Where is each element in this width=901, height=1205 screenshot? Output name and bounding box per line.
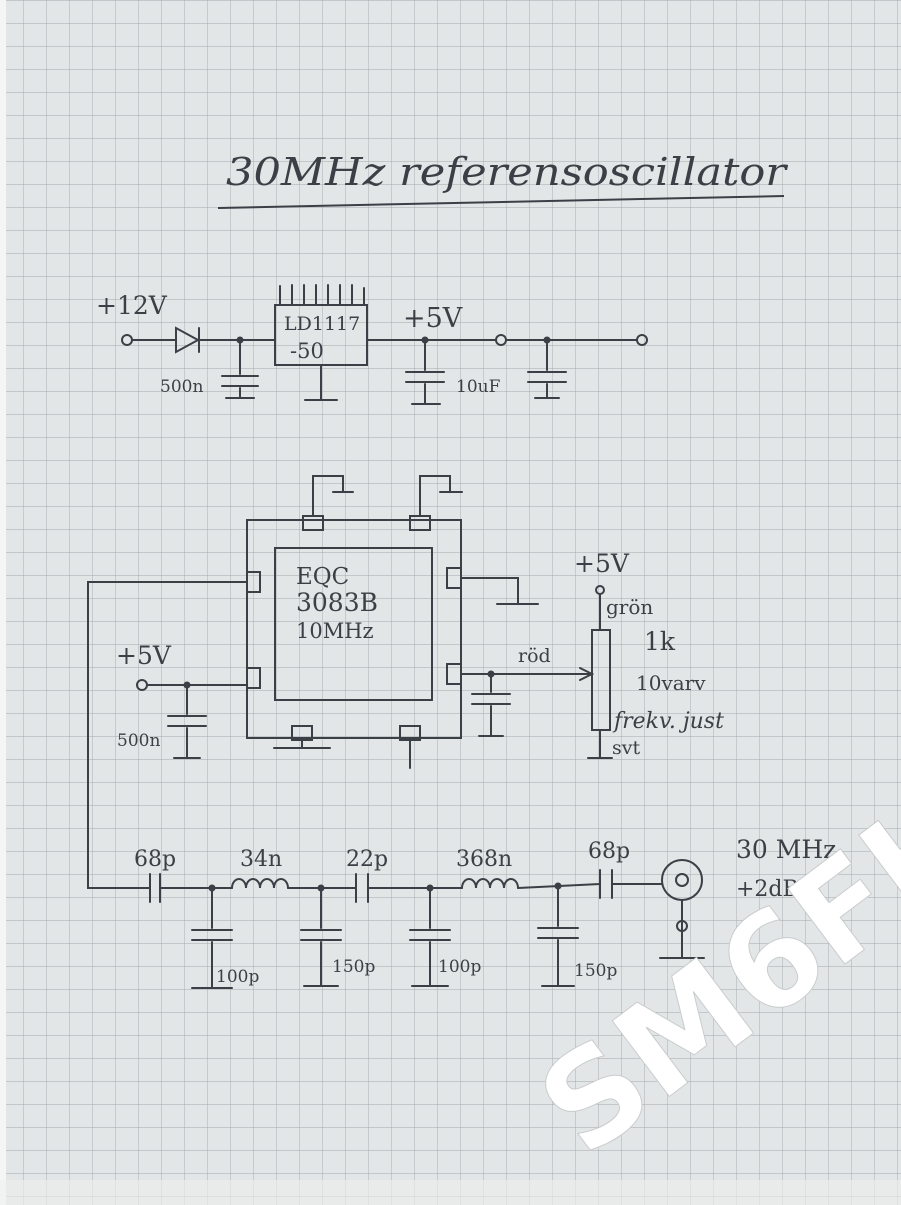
filter-shunt4-value: 150p: [574, 961, 617, 981]
filter-shunt3-value: 100p: [438, 957, 481, 977]
filter-c1-value: 68p: [134, 847, 176, 872]
regulator-ic-suffix: -50: [290, 339, 324, 363]
regulator-ic-name: LD1117: [284, 313, 360, 335]
filter-l2-value: 368n: [456, 847, 512, 872]
output-filter: [149, 859, 705, 989]
pot-type-label: 10varv: [636, 671, 706, 695]
output-frequency-label: 30 MHz: [736, 835, 836, 864]
pot-value-label: 1k: [644, 627, 676, 656]
filter-shunt2-value: 150p: [332, 957, 375, 977]
oscillator-circuit: [87, 475, 613, 889]
input-voltage-label: +12V: [96, 291, 168, 320]
oscillator-ic-frequency: 10MHz: [296, 619, 374, 643]
red-wire-label: röd: [518, 645, 551, 667]
black-wire-label: svt: [612, 737, 640, 759]
filter-c3-value: 68p: [588, 839, 630, 864]
oscillator-supply-label: +5V: [116, 641, 172, 670]
oscillator-ic-part: 3083B: [296, 588, 378, 617]
oscillator-ic-brand: EQC: [296, 564, 349, 590]
schematic-title: 30MHz referensoscillator: [226, 150, 789, 194]
oscillator-decoupling-cap: 500n: [117, 731, 160, 751]
filter-shunt1-value: 100p: [216, 967, 259, 987]
filter-l1-value: 34n: [240, 847, 282, 872]
output-cap-value: 10uF: [456, 377, 501, 397]
pot-note-label: frekv. just: [612, 709, 724, 734]
regulator-output-label: +5V: [403, 303, 463, 334]
pot-supply-label: +5V: [574, 549, 630, 578]
input-cap-value: 500n: [160, 377, 203, 397]
regulator-circuit: [121, 284, 648, 405]
filter-c2-value: 22p: [346, 847, 388, 872]
green-wire-label: grön: [606, 595, 653, 619]
output-level-label: +2dBm: [736, 877, 820, 902]
